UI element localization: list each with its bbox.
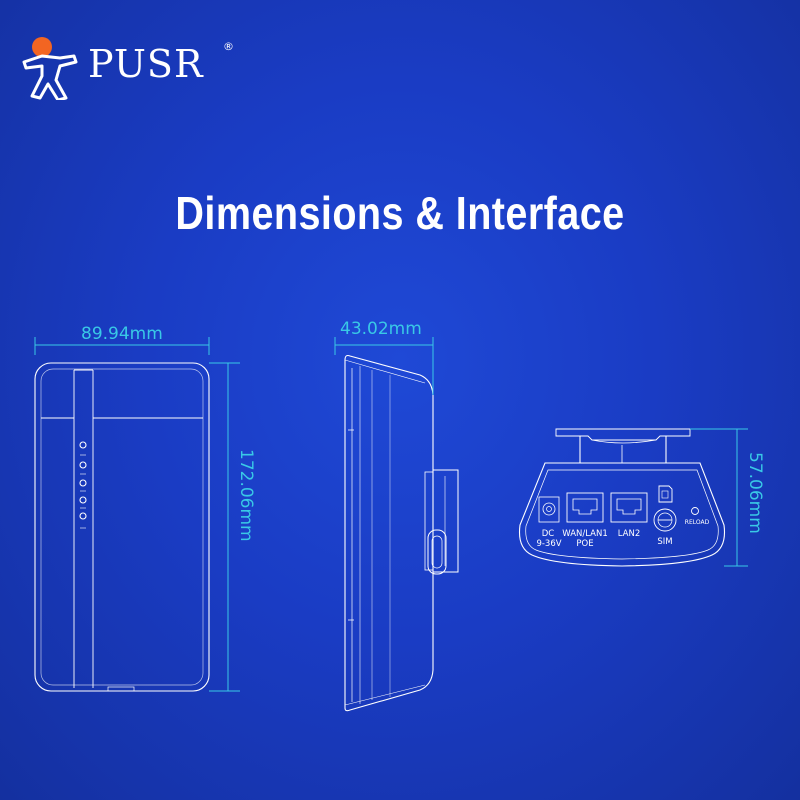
sim-label: SIM	[657, 537, 672, 547]
bottom-view	[518, 428, 726, 567]
height-dimension: 172.06mm	[236, 449, 256, 542]
wan-label: WAN/LAN1	[562, 529, 608, 539]
logo-figure-icon	[22, 37, 78, 100]
lan2-label: LAN2	[618, 529, 641, 539]
front-view	[34, 362, 210, 692]
reload-label: RELOAD	[685, 519, 710, 526]
brand-name: PUSR	[88, 42, 204, 86]
bottom-height-dimension: 57.06mm	[745, 452, 765, 534]
poe-label: POE	[576, 539, 593, 549]
dc-label: DC	[542, 529, 555, 539]
ethernet-port-icon	[566, 492, 604, 523]
depth-dimension: 43.02mm	[340, 319, 422, 339]
ethernet-port-lan2	[610, 492, 648, 523]
width-dimension: 89.94mm	[81, 324, 163, 344]
led-indicators	[79, 441, 87, 529]
registered-mark: ®	[223, 40, 234, 53]
dc-voltage-label: 9-36V	[536, 539, 561, 549]
brand-logo: PUSR ®	[20, 36, 250, 100]
side-view	[344, 354, 459, 712]
page-title: Dimensions & Interface	[175, 187, 625, 239]
sim-card-icon	[653, 485, 677, 532]
dc-jack-icon	[538, 496, 560, 523]
reload-button-icon	[691, 507, 699, 515]
